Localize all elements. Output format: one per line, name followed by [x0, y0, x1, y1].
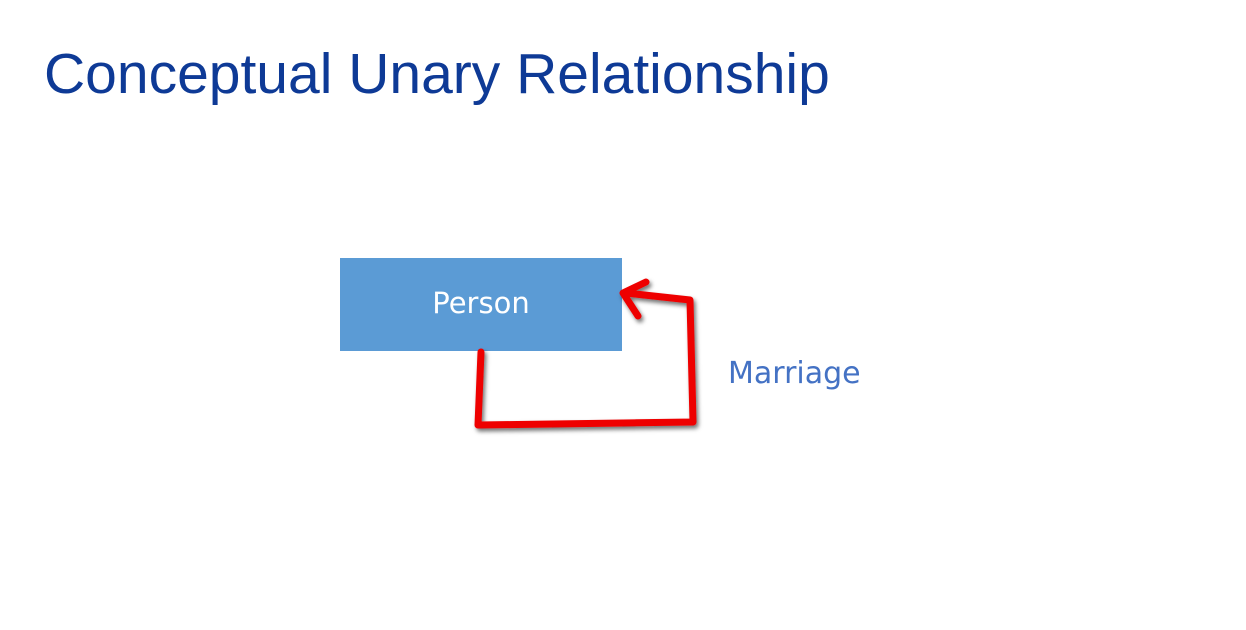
relationship-label: Marriage — [728, 356, 861, 391]
arrowhead — [619, 278, 650, 320]
entity-label: Person — [432, 286, 530, 320]
slide-title: Conceptual Unary Relationship — [44, 42, 830, 106]
person-entity-box: Person — [340, 258, 622, 351]
